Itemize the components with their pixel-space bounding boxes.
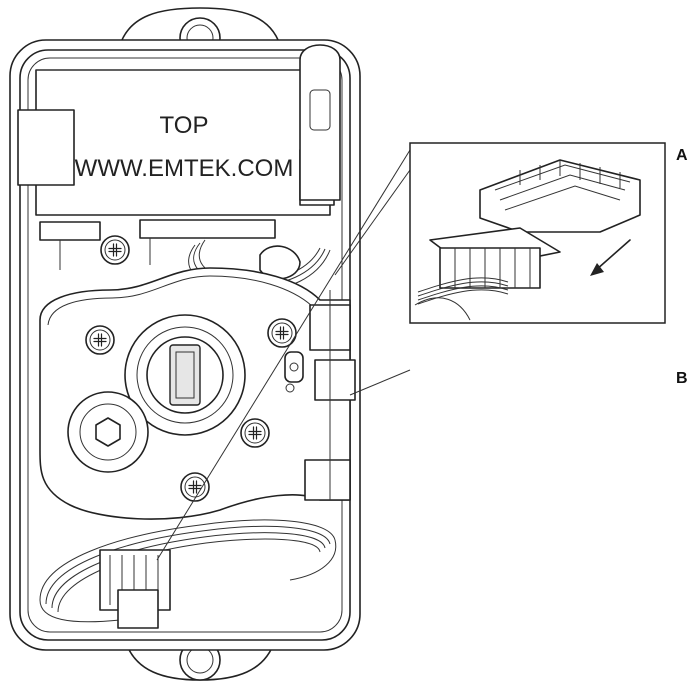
plate-screw-left-icon bbox=[85, 325, 115, 355]
detail-a-panel bbox=[409, 142, 666, 324]
url-label: WWW.EMTEK.COM bbox=[75, 155, 294, 182]
top-label: TOP bbox=[160, 112, 209, 139]
lower-connector bbox=[99, 549, 171, 629]
plate-screw-right-icon bbox=[267, 318, 297, 348]
main-housing: TOP WWW.EMTEK.COM bbox=[9, 7, 411, 681]
callout-b-label: B bbox=[676, 370, 688, 387]
lower-wire-bundle bbox=[39, 519, 337, 623]
plate-screw-bottom-icon bbox=[180, 472, 210, 502]
leader-line-b bbox=[349, 369, 411, 396]
hex-bolt bbox=[67, 391, 149, 473]
side-wire-clips bbox=[304, 290, 356, 501]
plate-screw-lower-icon bbox=[240, 418, 270, 448]
unplug-arrow bbox=[595, 239, 631, 271]
callout-a-label: A bbox=[676, 147, 688, 164]
leader-line-a bbox=[156, 149, 411, 561]
top-label-block: TOP WWW.EMTEK.COM bbox=[17, 44, 341, 216]
lock-cylinder bbox=[124, 314, 246, 436]
upper-left-screw-icon bbox=[100, 235, 130, 265]
upper-wire-loop bbox=[188, 239, 331, 292]
